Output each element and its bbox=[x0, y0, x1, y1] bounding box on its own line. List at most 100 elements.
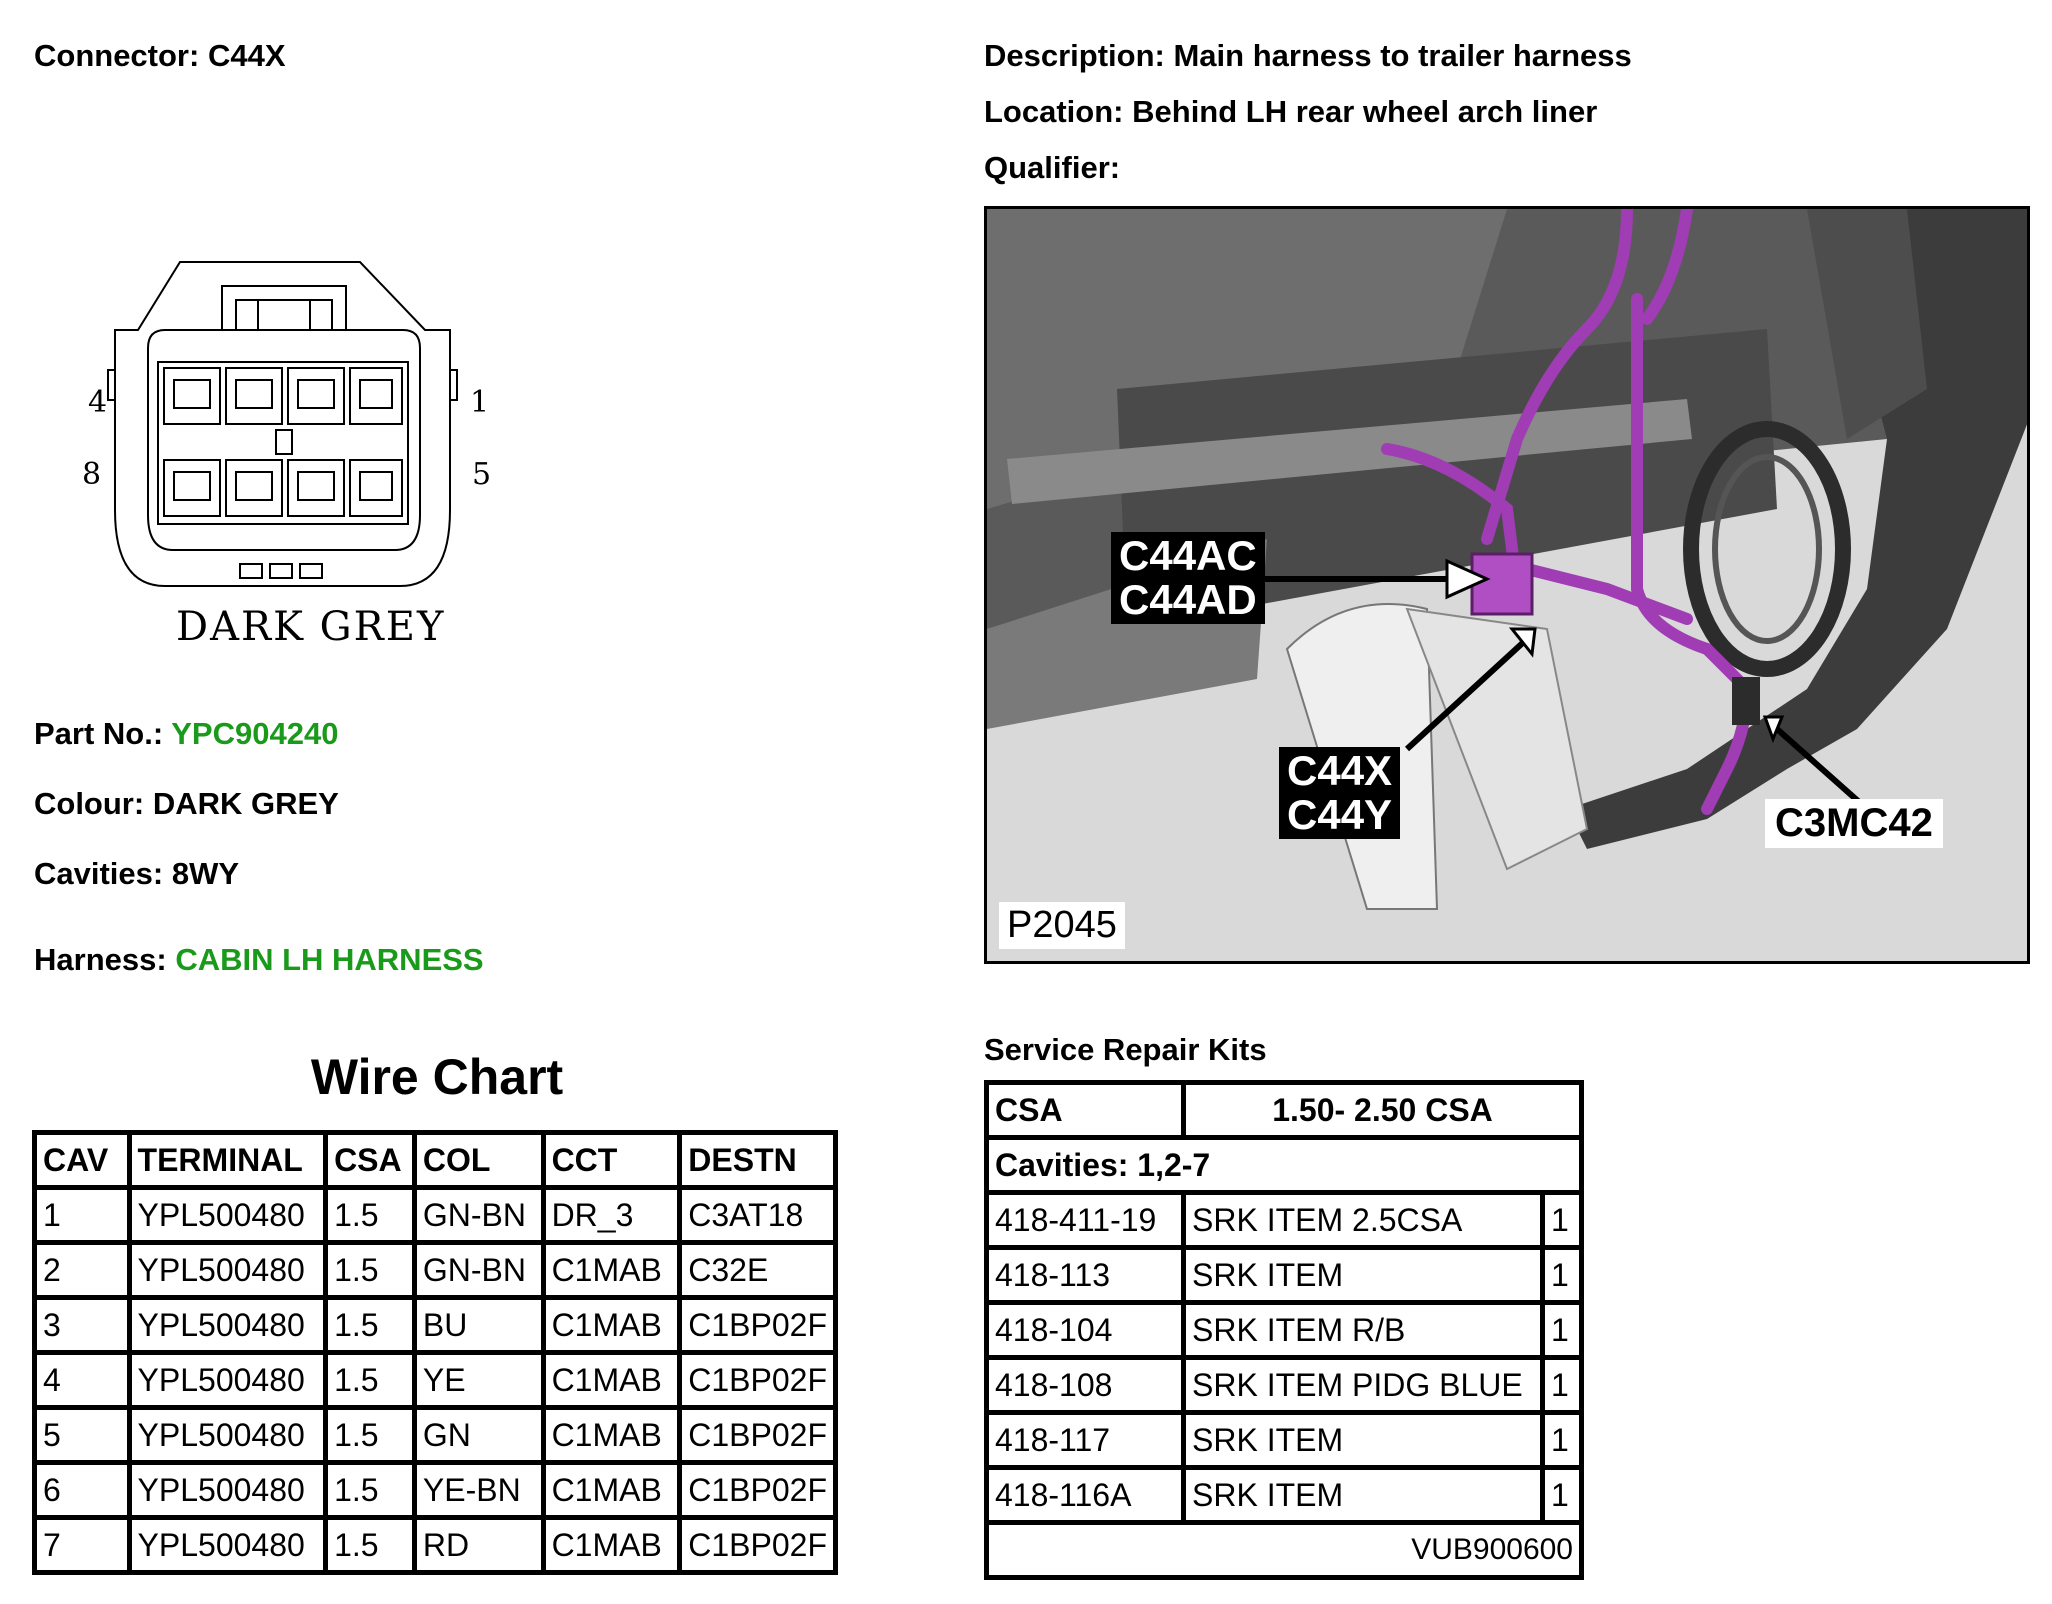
part-no-label: Part No.: bbox=[34, 716, 164, 751]
cell-csa: 1.5 bbox=[323, 1295, 417, 1355]
connector-label: Connector: bbox=[34, 38, 200, 73]
callout-c3mc42: C3MC42 bbox=[1765, 799, 1943, 848]
photo-code: P2045 bbox=[999, 902, 1125, 949]
cell-destn: C1BP02F bbox=[677, 1350, 838, 1410]
table-row: 7 YPL500480 1.5 RD C1MAB C1BP02F bbox=[32, 1515, 838, 1575]
connector-line: Connector: C44X bbox=[34, 38, 286, 74]
cell-cct: C1MAB bbox=[540, 1405, 683, 1465]
pin-label-1: 1 bbox=[470, 385, 489, 420]
table-row: 1 YPL500480 1.5 GN-BN DR_3 C3AT18 bbox=[32, 1185, 838, 1245]
cell-col: RD bbox=[411, 1515, 546, 1575]
cell-cav: 3 bbox=[32, 1295, 132, 1355]
connector-face-diagram: 4 1 8 5 DARK GREY bbox=[82, 261, 491, 650]
cavity-row-top bbox=[163, 367, 403, 425]
pin-label-4: 4 bbox=[88, 385, 107, 420]
cell-cav: 7 bbox=[32, 1515, 132, 1575]
cell-csa: 1.5 bbox=[323, 1240, 417, 1300]
pin-label-8: 8 bbox=[82, 457, 101, 492]
service-kits-table: CSA 1.50- 2.50 CSA Cavities: 1,2-7 418-4… bbox=[984, 1080, 1584, 1580]
kit-part-number: 418-108 bbox=[984, 1355, 1186, 1415]
cell-col: GN bbox=[411, 1405, 546, 1465]
cell-csa: 1.5 bbox=[323, 1515, 417, 1575]
wire-chart-header-row: CAV TERMINAL CSA COL CCT DESTN bbox=[32, 1130, 838, 1190]
cell-csa: 1.5 bbox=[323, 1460, 417, 1520]
kits-cavities-row: Cavities: 1,2-7 bbox=[984, 1135, 1584, 1195]
harness-link[interactable]: CABIN LH HARNESS bbox=[175, 942, 484, 977]
kit-part-number: 418-116A bbox=[984, 1465, 1186, 1525]
kit-quantity: 1 bbox=[1540, 1300, 1584, 1360]
kit-part-number: 418-113 bbox=[984, 1245, 1186, 1305]
kit-part-number: 418-411-19 bbox=[984, 1190, 1186, 1250]
part-no-link[interactable]: YPC904240 bbox=[171, 716, 339, 751]
cell-cav: 5 bbox=[32, 1405, 132, 1465]
wire-chart-table: CAV TERMINAL CSA COL CCT DESTN 1 YPL5004… bbox=[32, 1130, 838, 1575]
location-photo: C44AC C44AD C44X C44Y C3MC42 P2045 bbox=[984, 206, 2030, 964]
qualifier-label: Qualifier: bbox=[984, 150, 1121, 185]
table-row: 5 YPL500480 1.5 GN C1MAB C1BP02F bbox=[32, 1405, 838, 1465]
kit-quantity: 1 bbox=[1540, 1410, 1584, 1470]
kit-description: SRK ITEM bbox=[1181, 1245, 1545, 1305]
table-row: 4 YPL500480 1.5 YE C1MAB C1BP02F bbox=[32, 1350, 838, 1410]
cell-col: GN-BN bbox=[411, 1185, 546, 1245]
diagram-colour-text: DARK GREY bbox=[176, 604, 445, 650]
cell-cct: C1MAB bbox=[540, 1295, 683, 1355]
kit-quantity: 1 bbox=[1540, 1190, 1584, 1250]
cell-col: BU bbox=[411, 1295, 546, 1355]
table-row: 418-104 SRK ITEM R/B 1 bbox=[984, 1300, 1584, 1360]
kit-description: SRK ITEM PIDG BLUE bbox=[1181, 1355, 1545, 1415]
cell-csa: 1.5 bbox=[323, 1185, 417, 1245]
table-row: 6 YPL500480 1.5 YE-BN C1MAB C1BP02F bbox=[32, 1460, 838, 1520]
location-line: Location: Behind LH rear wheel arch line… bbox=[984, 94, 1597, 130]
cell-col: YE bbox=[411, 1350, 546, 1410]
kit-description: SRK ITEM bbox=[1181, 1465, 1545, 1525]
pin-label-5: 5 bbox=[472, 457, 491, 492]
cavity-row-bottom bbox=[163, 459, 403, 517]
qualifier-line: Qualifier: bbox=[984, 150, 1120, 186]
kit-description: SRK ITEM R/B bbox=[1181, 1300, 1545, 1360]
description-label: Description: bbox=[984, 38, 1165, 73]
table-row: 2 YPL500480 1.5 GN-BN C1MAB C32E bbox=[32, 1240, 838, 1300]
cell-destn: C3AT18 bbox=[677, 1185, 838, 1245]
cell-terminal: YPL500480 bbox=[126, 1460, 329, 1520]
kits-footer-code: VUB900600 bbox=[984, 1520, 1584, 1580]
kit-part-number: 418-117 bbox=[984, 1410, 1186, 1470]
cell-cav: 2 bbox=[32, 1240, 132, 1300]
table-row: 418-117 SRK ITEM 1 bbox=[984, 1410, 1584, 1470]
cell-cav: 6 bbox=[32, 1460, 132, 1520]
service-kits-title: Service Repair Kits bbox=[984, 1032, 1267, 1067]
cell-cct: DR_3 bbox=[540, 1185, 683, 1245]
cell-destn: C32E bbox=[677, 1240, 838, 1300]
kit-quantity: 1 bbox=[1540, 1355, 1584, 1415]
cell-col: GN-BN bbox=[411, 1240, 546, 1300]
part-no-line: Part No.: YPC904240 bbox=[34, 716, 338, 752]
cell-cct: C1MAB bbox=[540, 1515, 683, 1575]
cell-destn: C1BP02F bbox=[677, 1515, 838, 1575]
cell-terminal: YPL500480 bbox=[126, 1515, 329, 1575]
location-value: Behind LH rear wheel arch liner bbox=[1132, 94, 1598, 129]
col-csa: CSA bbox=[323, 1130, 417, 1190]
col-destn: DESTN bbox=[677, 1130, 838, 1190]
cavities-line: Cavities: 8WY bbox=[34, 856, 239, 892]
kits-csa-label: CSA bbox=[984, 1080, 1186, 1140]
kit-quantity: 1 bbox=[1540, 1465, 1584, 1525]
col-terminal: TERMINAL bbox=[126, 1130, 329, 1190]
cell-terminal: YPL500480 bbox=[126, 1405, 329, 1465]
colour-value: DARK GREY bbox=[152, 786, 339, 821]
col-cav: CAV bbox=[32, 1130, 132, 1190]
kit-description: SRK ITEM bbox=[1181, 1410, 1545, 1470]
kits-csa-value: 1.50- 2.50 CSA bbox=[1181, 1080, 1584, 1140]
cavities-label: Cavities: bbox=[34, 856, 164, 891]
cell-destn: C1BP02F bbox=[677, 1460, 838, 1520]
cell-terminal: YPL500480 bbox=[126, 1295, 329, 1355]
colour-line: Colour: DARK GREY bbox=[34, 786, 339, 822]
cavities-value: 8WY bbox=[171, 856, 240, 891]
cell-cct: C1MAB bbox=[540, 1460, 683, 1520]
callout-c44x-c44y: C44X C44Y bbox=[1279, 747, 1401, 839]
cell-col: YE-BN bbox=[411, 1460, 546, 1520]
cell-terminal: YPL500480 bbox=[126, 1350, 329, 1410]
cell-cav: 4 bbox=[32, 1350, 132, 1410]
connector-value: C44X bbox=[207, 38, 286, 73]
harness-routing bbox=[1381, 209, 1754, 815]
table-row: 3 YPL500480 1.5 BU C1MAB C1BP02F bbox=[32, 1295, 838, 1355]
harness-line: Harness: CABIN LH HARNESS bbox=[34, 942, 484, 978]
